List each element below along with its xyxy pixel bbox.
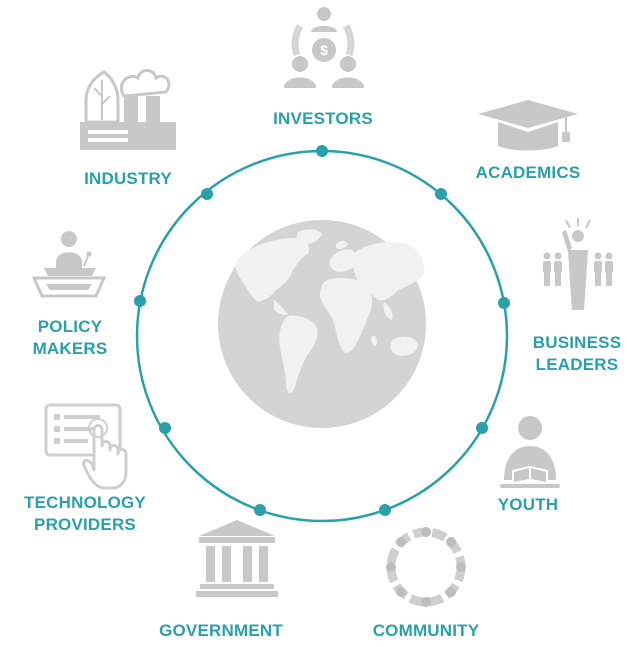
label-investors: INVESTORS [273, 109, 373, 128]
dot-policy-makers [134, 295, 146, 307]
reading-student-icon [500, 416, 560, 488]
label-academics: ACADEMICS [475, 163, 581, 182]
dot-youth [476, 422, 488, 434]
dot-government [254, 504, 266, 516]
globe-icon [218, 220, 426, 428]
graduation-cap-icon [478, 100, 578, 151]
dot-technology-providers [159, 422, 171, 434]
label-business-leaders: BUSINESS LEADERS [532, 333, 622, 374]
dot-community [379, 504, 391, 516]
podium-speaker-icon [31, 231, 107, 298]
dot-industry [201, 188, 213, 200]
label-youth: YOUTH [497, 495, 559, 514]
label-government: GOVERNMENT [159, 621, 283, 640]
business-leader-icon [543, 218, 613, 310]
dot-academics [435, 188, 447, 200]
community-ring-icon [386, 527, 466, 607]
investors-icon: $ [284, 7, 364, 88]
dot-business-leaders [498, 297, 510, 309]
label-policy-makers: POLICY MAKERS [32, 317, 108, 358]
ring-dots [134, 145, 510, 516]
label-technology-providers: TECHNOLOGY PROVIDERS [24, 493, 146, 534]
svg-text:$: $ [320, 42, 328, 58]
government-building-icon [196, 520, 278, 597]
factory-leaf-icon [80, 69, 176, 150]
label-industry: INDUSTRY [84, 169, 172, 188]
dot-investors [316, 145, 328, 157]
touchscreen-hand-icon [44, 403, 128, 490]
label-community: COMMUNITY [372, 621, 480, 640]
